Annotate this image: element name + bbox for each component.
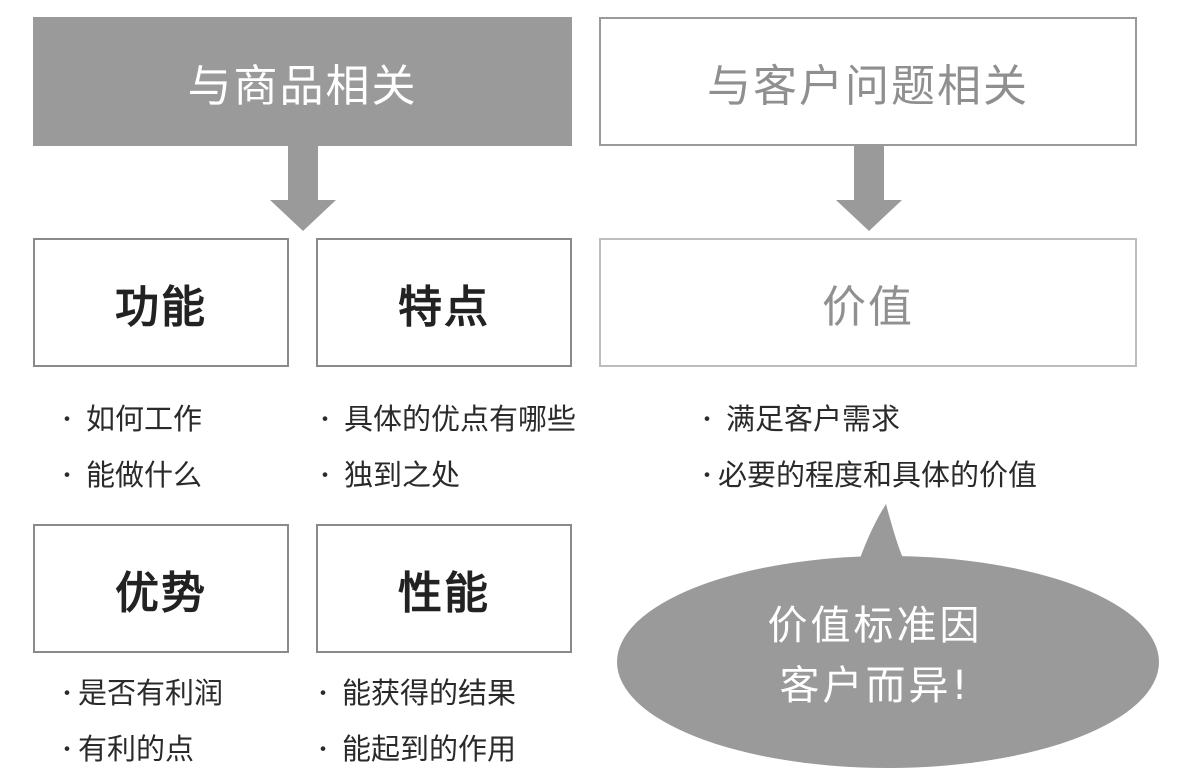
list-item: ・具体的优点有哪些 <box>314 392 576 448</box>
performance-list: ・能获得的结果 ・能起到的作用 <box>312 666 516 778</box>
function-list: ・如何工作 ・能做什么 <box>56 392 202 504</box>
speech-bubble <box>617 504 1159 768</box>
list-item: ・能获得的结果 <box>312 666 516 722</box>
function-label: 功能 <box>115 281 207 333</box>
list-item: ・必要的程度和具体的价值 <box>696 448 1037 504</box>
function-box: 功能 <box>33 238 289 367</box>
list-item: ・独到之处 <box>314 448 576 504</box>
feature-list: ・具体的优点有哪些 ・独到之处 <box>314 392 576 504</box>
value-box: 价值 <box>599 238 1137 367</box>
advantage-label: 优势 <box>115 567 207 619</box>
product-related-header: 与商品相关 <box>33 17 572 146</box>
performance-label: 性能 <box>398 567 490 619</box>
value-list: ・满足客户需求 ・必要的程度和具体的价值 <box>696 392 1037 504</box>
list-item: ・满足客户需求 <box>696 392 1037 448</box>
callout-line-1: 价值标准因 <box>767 603 983 649</box>
advantage-list: ・是否有利润 ・有利的点 <box>56 666 223 778</box>
bullet-icon: ・ <box>696 464 719 489</box>
arrow-down-right-icon <box>836 146 902 231</box>
bullet-icon: ・ <box>696 408 719 433</box>
bullet-icon: ・ <box>56 682 79 707</box>
performance-box: 性能 <box>316 524 572 653</box>
list-item: ・能起到的作用 <box>312 722 516 778</box>
feature-box: 特点 <box>316 238 572 367</box>
callout-text: 价值标准因 客户而异! <box>690 596 1060 716</box>
bullet-icon: ・ <box>312 738 335 763</box>
bullet-icon: ・ <box>312 682 335 707</box>
list-item: ・能做什么 <box>56 448 202 504</box>
bullet-icon: ・ <box>314 408 337 433</box>
value-label: 价值 <box>822 281 914 333</box>
callout-line-2: 客户而异! <box>779 663 971 709</box>
bullet-icon: ・ <box>314 464 337 489</box>
list-item: ・如何工作 <box>56 392 202 448</box>
arrow-down-left-icon <box>270 146 336 231</box>
customer-problem-title: 与客户问题相关 <box>707 60 1029 112</box>
advantage-box: 优势 <box>33 524 289 653</box>
product-related-title: 与商品相关 <box>187 60 418 112</box>
list-item: ・是否有利润 <box>56 666 223 722</box>
bullet-icon: ・ <box>56 408 79 433</box>
feature-label: 特点 <box>398 281 490 333</box>
bullet-icon: ・ <box>56 464 79 489</box>
list-item: ・有利的点 <box>56 722 223 778</box>
customer-problem-header: 与客户问题相关 <box>599 17 1137 146</box>
bullet-icon: ・ <box>56 738 79 763</box>
